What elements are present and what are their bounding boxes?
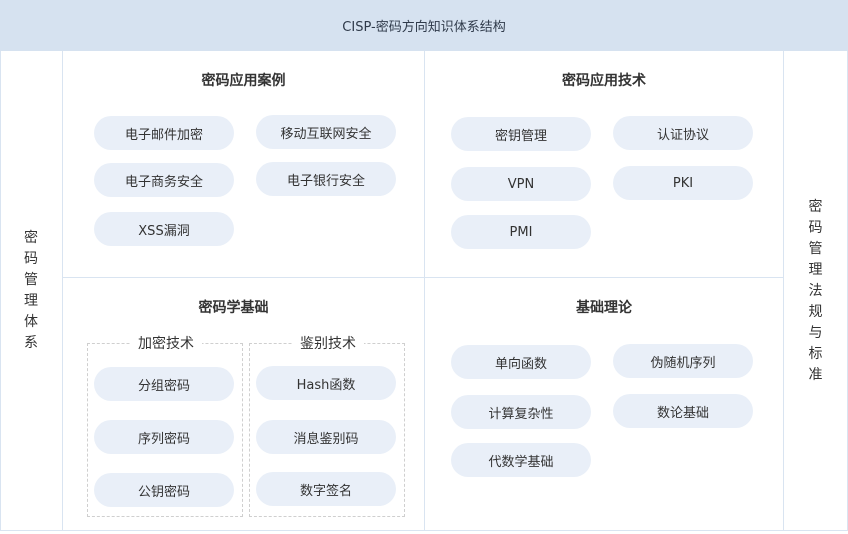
section-title-tech: 密码应用技术 — [562, 73, 646, 89]
authentication-group-title: 鉴别技术 — [292, 333, 364, 353]
theory-item: 计算复杂性 — [451, 395, 591, 429]
authentication-item: Hash函数 — [256, 366, 396, 400]
tech-item: 密钥管理 — [451, 117, 591, 151]
tech-item: 认证协议 — [613, 116, 753, 150]
encryption-group-title: 加密技术 — [130, 333, 202, 353]
case-item: 电子邮件加密 — [94, 116, 234, 150]
divider — [424, 51, 425, 531]
diagram-title: CISP-密码方向知识体系结构 — [0, 0, 848, 51]
divider — [62, 51, 63, 531]
divider — [62, 277, 783, 278]
theory-item: 单向函数 — [451, 345, 591, 379]
encryption-item: 序列密码 — [94, 420, 234, 454]
right-panel-label: 密码管理法规与标准 — [808, 198, 823, 383]
tech-item: VPN — [451, 167, 591, 201]
encryption-item: 公钥密码 — [94, 473, 234, 507]
section-title-theory: 基础理论 — [576, 300, 632, 316]
theory-item: 代数学基础 — [451, 443, 591, 477]
case-item: XSS漏洞 — [94, 212, 234, 246]
authentication-item: 数字签名 — [256, 472, 396, 506]
divider — [783, 51, 784, 531]
left-panel-label: 密码管理体系 — [24, 230, 38, 351]
case-item: 移动互联网安全 — [256, 115, 396, 149]
tech-item: PMI — [451, 215, 591, 249]
authentication-item: 消息鉴别码 — [256, 420, 396, 454]
section-title-basics: 密码学基础 — [198, 300, 269, 316]
tech-item: PKI — [613, 166, 753, 200]
encryption-item: 分组密码 — [94, 367, 234, 401]
case-item: 电子银行安全 — [256, 162, 396, 196]
theory-item: 伪随机序列 — [613, 344, 753, 378]
theory-item: 数论基础 — [613, 394, 753, 428]
case-item: 电子商务安全 — [94, 163, 234, 197]
section-title-cases: 密码应用案例 — [201, 73, 286, 89]
